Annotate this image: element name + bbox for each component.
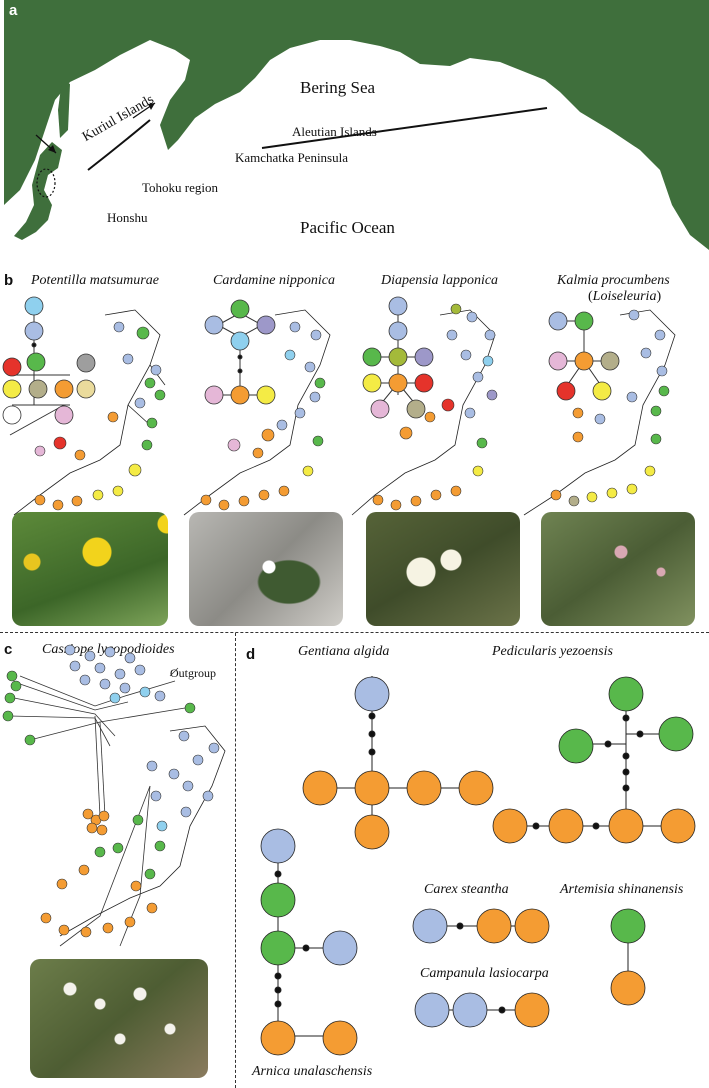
species-title-cardamine: Cardamine nipponica (213, 273, 335, 288)
species-title-kalmia: Kalmia procumbens (557, 273, 670, 288)
species-title-carex: Carex steantha (424, 882, 509, 897)
species-title-diapensia: Diapensia lapponica (381, 273, 499, 288)
tohoku-region-label: Tohoku region (142, 180, 218, 195)
pie-sites-kalmia (550, 309, 670, 507)
photo-kalmia (541, 512, 695, 626)
panel-d-letter: d (246, 646, 256, 663)
honshu-label: Honshu (107, 210, 148, 225)
kuril-arc (87, 119, 151, 171)
pacific-ocean-label: Pacific Ocean (300, 218, 395, 237)
species-title-campanula: Campanula lasiocarpa (420, 966, 549, 981)
panel-c: c Cassiope lycopodioides Outgroup (0, 636, 235, 1088)
haplotypes-potentilla (2, 296, 96, 425)
pie-sites-potentilla (34, 321, 166, 511)
panel-d: d Gentiana algida Pedicularis yezoensis … (236, 636, 709, 1088)
haplotypes-kalmia (548, 311, 620, 401)
japan-outline-cardamine (183, 309, 331, 516)
vertical-divider (235, 633, 236, 1088)
species-title-arnica: Arnica unalaschensis (252, 1064, 373, 1079)
japan-outline-diapensia (351, 309, 496, 516)
panel-d-networks (260, 676, 696, 1056)
aleutian-arc (261, 107, 548, 149)
loiseleuria-text: Loiseleuria (592, 289, 657, 304)
panel-b-letter: b (4, 272, 14, 289)
photo-diapensia (366, 512, 520, 626)
pie-sites-cardamine (200, 321, 326, 511)
network-gentiana (320, 676, 480, 826)
haplotypes-cardamine (204, 299, 276, 405)
japan-outline-potentilla (13, 309, 166, 516)
panel-b-networks (2, 296, 676, 516)
haplotypes-diapensia (362, 296, 434, 419)
outgroup-label: Outgroup (170, 666, 216, 680)
panel-c-letter: c (4, 641, 13, 658)
species-title-pedicularis: Pedicularis yezoensis (492, 644, 613, 659)
horizontal-divider (0, 632, 709, 633)
japan-outline-kalmia (523, 309, 676, 516)
species-title-artemisia: Artemisia shinanensis (560, 882, 684, 897)
panel-a-letter: a (9, 2, 18, 19)
network-pedicularis (508, 696, 686, 830)
pie-sites-diapensia (372, 303, 498, 511)
bering-sea-label: Bering Sea (300, 78, 376, 97)
aleutian-islands-label: Aleutian Islands (292, 124, 377, 139)
landmass-sakhalin (58, 80, 70, 138)
cassiope-network (2, 644, 226, 947)
tohoku-circle (36, 168, 56, 198)
kamchatka-peninsula-label: Kamchatka Peninsula (235, 150, 348, 165)
species-title-potentilla: Potentilla matsumurae (31, 273, 159, 288)
species-subtitle-kalmia: (Loiseleuria) (588, 289, 662, 304)
hokkaido-label: Hokkaido (70, 118, 122, 133)
panel-a: a Bering Sea Hokkaido Kuriul Islands Ale… (0, 0, 709, 262)
photo-potentilla (12, 512, 168, 626)
north-pacific-map (4, 0, 709, 262)
photo-cardamine (189, 512, 343, 626)
panel-b: b Potentilla matsumurae Cardamine nippon… (0, 265, 709, 630)
photo-cassiope (30, 959, 208, 1078)
species-title-gentiana: Gentiana algida (298, 644, 390, 659)
landmass-north (4, 0, 709, 250)
